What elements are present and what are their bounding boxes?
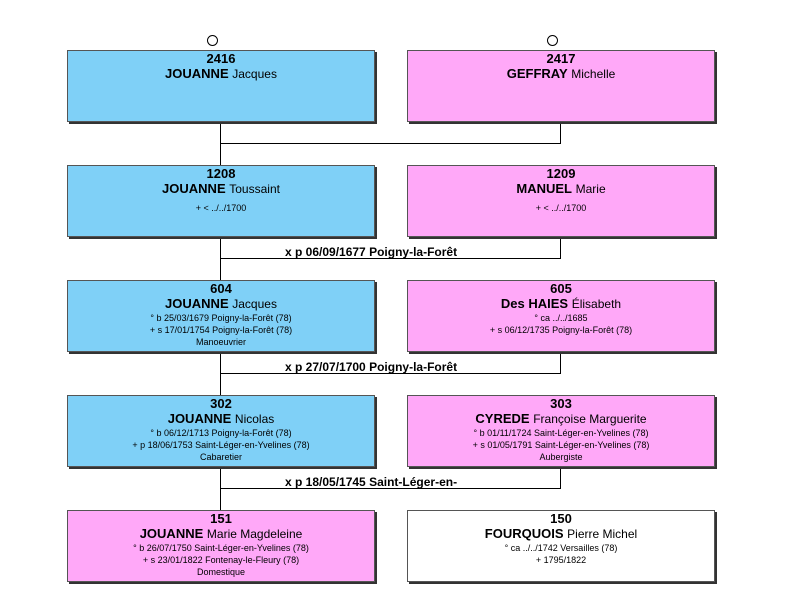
person-number: 2417	[546, 51, 576, 66]
person-name: GEFFRAY Michelle	[408, 66, 714, 82]
person-detail: ° ca ../../1685	[534, 313, 588, 323]
person-occupation: Cabaretier	[199, 452, 243, 462]
person-name: JOUANNE Marie Magdeleine	[68, 526, 374, 542]
person-card[interactable]: 1209 MANUEL Marie + < ../../1700	[407, 165, 715, 237]
person-given-name: Françoise Marguerite	[533, 412, 647, 426]
person-name: Des HAIES Élisabeth	[408, 296, 714, 312]
person-detail: + s 06/12/1735 Poigny-la-Forêt (78)	[489, 325, 633, 335]
person-detail: ° b 26/07/1750 Saint-Léger-en-Yvelines (…	[133, 543, 309, 553]
person-number: 604	[210, 281, 232, 296]
person-surname: GEFFRAY	[506, 66, 568, 81]
marriage-label: x p 18/05/1745 Saint-Léger-en-	[285, 475, 458, 489]
person-name: CYREDE Françoise Marguerite	[408, 411, 714, 427]
person-name: JOUANNE Toussaint	[68, 181, 374, 197]
person-detail: + s 23/01/1822 Fontenay-le-Fleury (78)	[142, 555, 300, 565]
person-number: 150	[550, 511, 572, 526]
person-surname: JOUANNE	[165, 296, 229, 311]
marriage-label: x p 06/09/1677 Poigny-la-Forêt	[285, 245, 458, 259]
person-given-name: Michelle	[571, 67, 616, 81]
person-given-name: Nicolas	[234, 412, 275, 426]
ancestry-marker-icon[interactable]	[207, 35, 218, 46]
person-surname: CYREDE	[475, 411, 530, 426]
person-number: 303	[550, 396, 572, 411]
person-given-name: Jacques	[232, 67, 277, 81]
person-given-name: Jacques	[232, 297, 277, 311]
person-detail: + s 01/05/1791 Saint-Léger-en-Yvelines (…	[472, 440, 650, 450]
person-occupation: Manoeuvrier	[195, 337, 247, 347]
person-given-name: Marie Magdeleine	[206, 527, 303, 541]
person-detail: ° b 06/12/1713 Poigny-la-Forêt (78)	[150, 428, 292, 438]
person-number: 1209	[546, 166, 576, 181]
person-name: FOURQUOIS Pierre Michel	[408, 526, 714, 542]
ancestry-marker-icon[interactable]	[547, 35, 558, 46]
person-given-name: Élisabeth	[571, 297, 622, 311]
person-name: MANUEL Marie	[408, 181, 714, 197]
person-surname: JOUANNE	[167, 411, 232, 426]
person-occupation: Aubergiste	[539, 452, 583, 462]
person-surname: FOURQUOIS	[484, 526, 564, 541]
person-number: 302	[210, 396, 232, 411]
person-surname: JOUANNE	[162, 181, 226, 196]
person-name: JOUANNE Jacques	[68, 296, 374, 312]
person-given-name: Marie	[575, 182, 606, 196]
person-card[interactable]: 2416 JOUANNE Jacques	[67, 50, 375, 122]
person-surname: MANUEL	[516, 181, 572, 196]
person-card[interactable]: 151 JOUANNE Marie Magdeleine ° b 26/07/1…	[67, 510, 375, 582]
person-card[interactable]: 1208 JOUANNE Toussaint + < ../../1700	[67, 165, 375, 237]
person-surname: JOUANNE	[165, 66, 229, 81]
person-name: JOUANNE Jacques	[68, 66, 374, 82]
person-detail: + 1795/1822	[535, 555, 587, 565]
person-detail: + < ../../1700	[195, 203, 247, 213]
person-occupation: Domestique	[196, 567, 246, 577]
person-number: 151	[210, 511, 232, 526]
person-detail: ° b 01/11/1724 Saint-Léger-en-Yvelines (…	[473, 428, 649, 438]
person-given-name: Pierre Michel	[567, 527, 638, 541]
person-number: 2416	[206, 51, 236, 66]
person-card[interactable]: 2417 GEFFRAY Michelle	[407, 50, 715, 122]
person-name: JOUANNE Nicolas	[68, 411, 374, 427]
person-detail: + p 18/06/1753 Saint-Léger-en-Yvelines (…	[132, 440, 310, 450]
person-card[interactable]: 302 JOUANNE Nicolas ° b 06/12/1713 Poign…	[67, 395, 375, 467]
person-card[interactable]: 604 JOUANNE Jacques ° b 25/03/1679 Poign…	[67, 280, 375, 352]
person-given-name: Toussaint	[229, 182, 280, 196]
person-number: 1208	[206, 166, 236, 181]
person-detail: ° ca ../../1742 Versailles (78)	[504, 543, 618, 553]
person-detail: + < ../../1700	[535, 203, 587, 213]
person-number: 605	[550, 281, 572, 296]
person-surname: JOUANNE	[139, 526, 204, 541]
person-card[interactable]: 303 CYREDE Françoise Marguerite ° b 01/1…	[407, 395, 715, 467]
marriage-label: x p 27/07/1700 Poigny-la-Forêt	[285, 360, 458, 374]
person-card[interactable]: 605 Des HAIES Élisabeth ° ca ../../1685 …	[407, 280, 715, 352]
person-detail: ° b 25/03/1679 Poigny-la-Forêt (78)	[150, 313, 292, 323]
person-card[interactable]: 150 FOURQUOIS Pierre Michel ° ca ../../1…	[407, 510, 715, 582]
person-surname: Des HAIES	[500, 296, 569, 311]
person-detail: + s 17/01/1754 Poigny-la-Forêt (78)	[149, 325, 293, 335]
